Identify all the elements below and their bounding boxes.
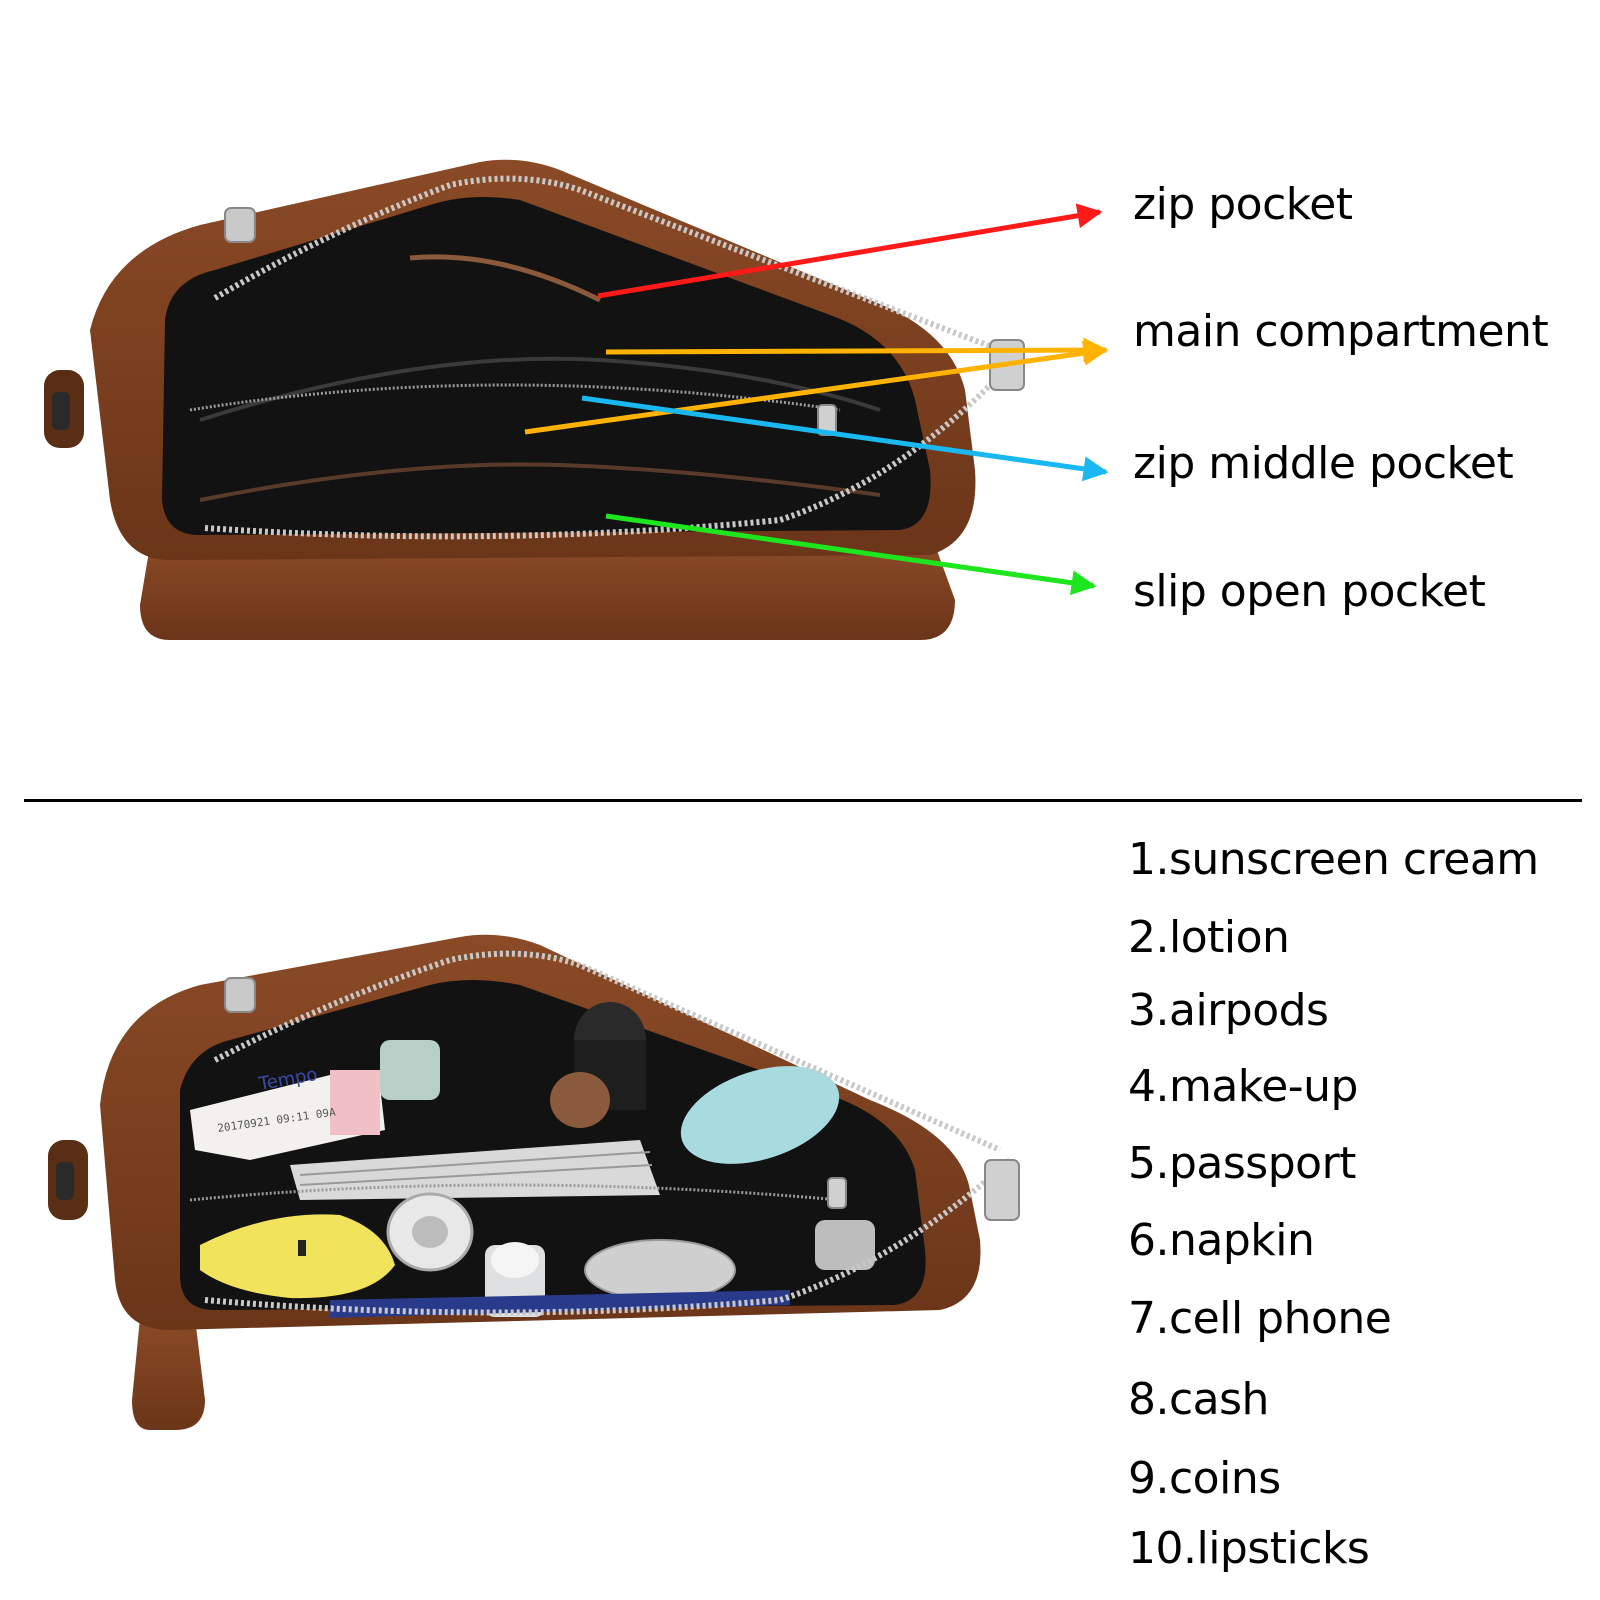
lipstick-icon xyxy=(584,1239,736,1301)
contents-item: 3.airpods xyxy=(1128,985,1329,1036)
arrow-slip-open-pocket xyxy=(605,513,1097,596)
contents-item: 8.cash xyxy=(1128,1374,1269,1425)
contents-item: 1.sunscreen cream xyxy=(1128,834,1539,885)
passport-icon xyxy=(290,1140,660,1200)
contents-item: 2.lotion xyxy=(1128,912,1290,963)
arrow-main-compartment-upper xyxy=(605,337,1109,363)
label-zip-middle-pocket: zip middle pocket xyxy=(1133,438,1514,489)
bag-empty-image xyxy=(44,159,1025,640)
egg-sponge-icon xyxy=(680,1066,840,1164)
contents-item: 10.lipsticks xyxy=(1128,1523,1370,1574)
makeup-compact-icon xyxy=(550,1072,610,1128)
contents-item: 6.napkin xyxy=(1128,1215,1315,1266)
label-main-compartment: main compartment xyxy=(1133,306,1549,357)
zipper-pull-icon xyxy=(224,207,256,243)
label-zip-pocket: zip pocket xyxy=(1133,179,1353,230)
bag-filled-image: Tempo 20170921 09:11 09A xyxy=(48,934,1020,1430)
section-divider xyxy=(24,799,1582,802)
zipper-pull-icon xyxy=(984,1159,1020,1221)
front-flap xyxy=(140,545,955,640)
zipper-pull-icon xyxy=(827,1177,847,1209)
bag-interior xyxy=(162,196,931,535)
coins-icon xyxy=(815,1220,875,1270)
label-slip-open-pocket: slip open pocket xyxy=(1133,566,1486,617)
tissue-pack-icon: Tempo 20170921 09:11 09A xyxy=(190,1064,385,1160)
sunscreen-tube-icon xyxy=(200,1214,395,1299)
contents-item: 5.passport xyxy=(1128,1138,1356,1189)
contents-item: 9.coins xyxy=(1128,1453,1281,1504)
front-flap xyxy=(132,1318,205,1430)
arrow-main-compartment-lower xyxy=(524,340,1109,435)
zipper-pull-icon xyxy=(224,977,256,1013)
arrow-zip-middle-pocket xyxy=(581,395,1109,482)
arrow-zip-pocket xyxy=(597,203,1103,299)
contents-item: 4.make-up xyxy=(1128,1061,1358,1112)
airpods-case-icon xyxy=(380,1040,440,1100)
contents-item: 7.cell phone xyxy=(1128,1293,1392,1344)
